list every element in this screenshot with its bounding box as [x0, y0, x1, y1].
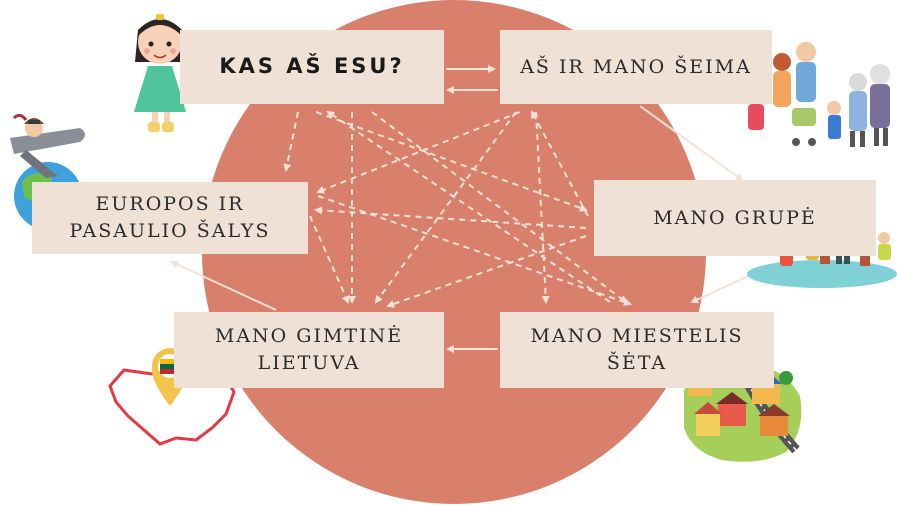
node-label-line1: EUROPOS IR	[95, 193, 245, 216]
node-label: MANO GRUPĖ	[653, 206, 817, 229]
node-mano-gimtine-lietuva: MANO GIMTINĖ LIETUVA	[174, 312, 444, 388]
node-label-line1: MANO GIMTINĖ	[214, 325, 404, 348]
node-label-line1: MANO MIESTELIS	[530, 325, 744, 348]
node-label-line2: PASAULIO ŠALYS	[69, 220, 271, 242]
node-label: AŠ IR MANO ŠEIMA	[520, 55, 752, 78]
node-label-line2: LIETUVA	[257, 352, 361, 374]
node-label: KAS AŠ ESU?	[219, 54, 405, 79]
girl-icon	[134, 14, 186, 132]
node-kas-as-esu: KAS AŠ ESU?	[180, 30, 444, 104]
node-mano-grupe: MANO GRUPĖ	[594, 180, 876, 256]
node-as-ir-mano-seima: AŠ IR MANO ŠEIMA	[500, 30, 772, 104]
solid-arrows	[170, 65, 789, 353]
node-label-line2: ŠĖTA	[606, 352, 668, 374]
node-europos-ir-pasaulio-salys: EUROPOS IR PASAULIO ŠALYS	[32, 182, 308, 254]
dashed-arrows	[283, 110, 632, 308]
lithuania-map-pin-icon	[108, 348, 236, 446]
node-mano-miestelis-seta: MANO MIESTELIS ŠĖTA	[500, 312, 774, 388]
